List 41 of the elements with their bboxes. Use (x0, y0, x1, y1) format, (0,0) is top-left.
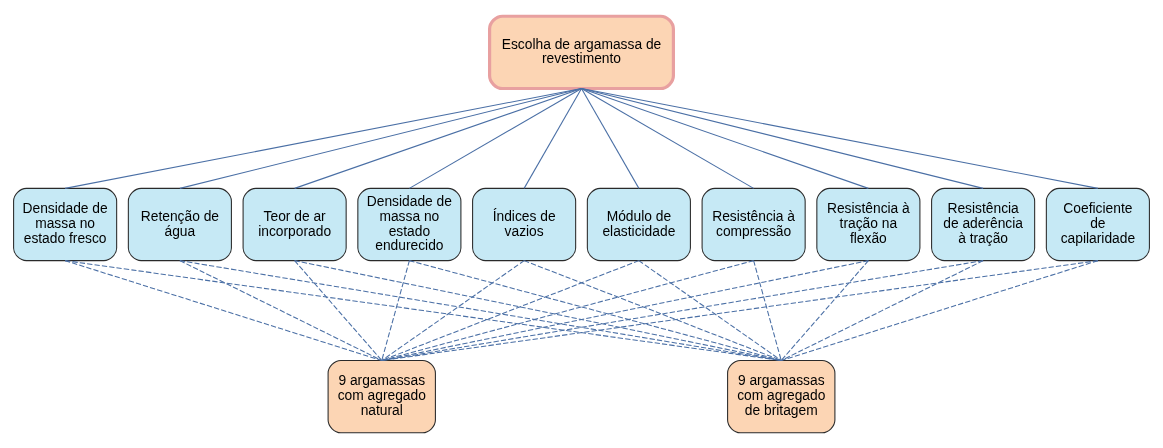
connector (381, 259, 869, 361)
node-box: Índices de vazios (472, 187, 577, 261)
node-box: Densidade de massa no estado endurecido (357, 187, 462, 261)
connector (179, 87, 583, 189)
connector (381, 259, 640, 361)
node-box: Resistência à compressão (701, 187, 806, 261)
connector (64, 259, 383, 361)
connector (580, 87, 755, 189)
connector (64, 259, 782, 361)
connector (179, 259, 383, 361)
connector (381, 259, 1099, 361)
connector (780, 259, 984, 361)
connector (638, 259, 782, 361)
node-box: 9 argamassas com agregado natural (327, 359, 436, 433)
connector (381, 259, 525, 361)
connector (580, 87, 984, 189)
node-box: 9 argamassas com agregado de britagem (727, 359, 836, 433)
connector (294, 259, 383, 361)
connector (523, 87, 583, 189)
connector (381, 259, 410, 361)
connector (580, 87, 1099, 189)
connector (780, 259, 869, 361)
node-box: Módulo de elasticidade (586, 187, 691, 261)
connector (294, 259, 782, 361)
node-box: Escolha de argamassa de revestimento (488, 14, 675, 90)
connector (408, 87, 583, 189)
connector (294, 87, 583, 189)
connector (64, 87, 583, 189)
connector (381, 259, 984, 361)
node-box: Resistência à tração na flexão (816, 187, 921, 261)
node-box: Coeficiente de capilaridade (1045, 187, 1150, 261)
connector (753, 259, 782, 361)
connector (580, 87, 869, 189)
node-box: Teor de ar incorporado (242, 187, 347, 261)
node-box: Densidade de massa no estado fresco (13, 187, 118, 261)
connector (523, 259, 782, 361)
connector (179, 259, 782, 361)
node-box: Resistência de aderência à tração (931, 187, 1036, 261)
connector (580, 87, 640, 189)
connector (780, 259, 1099, 361)
node-box: Retenção de água (127, 187, 232, 261)
